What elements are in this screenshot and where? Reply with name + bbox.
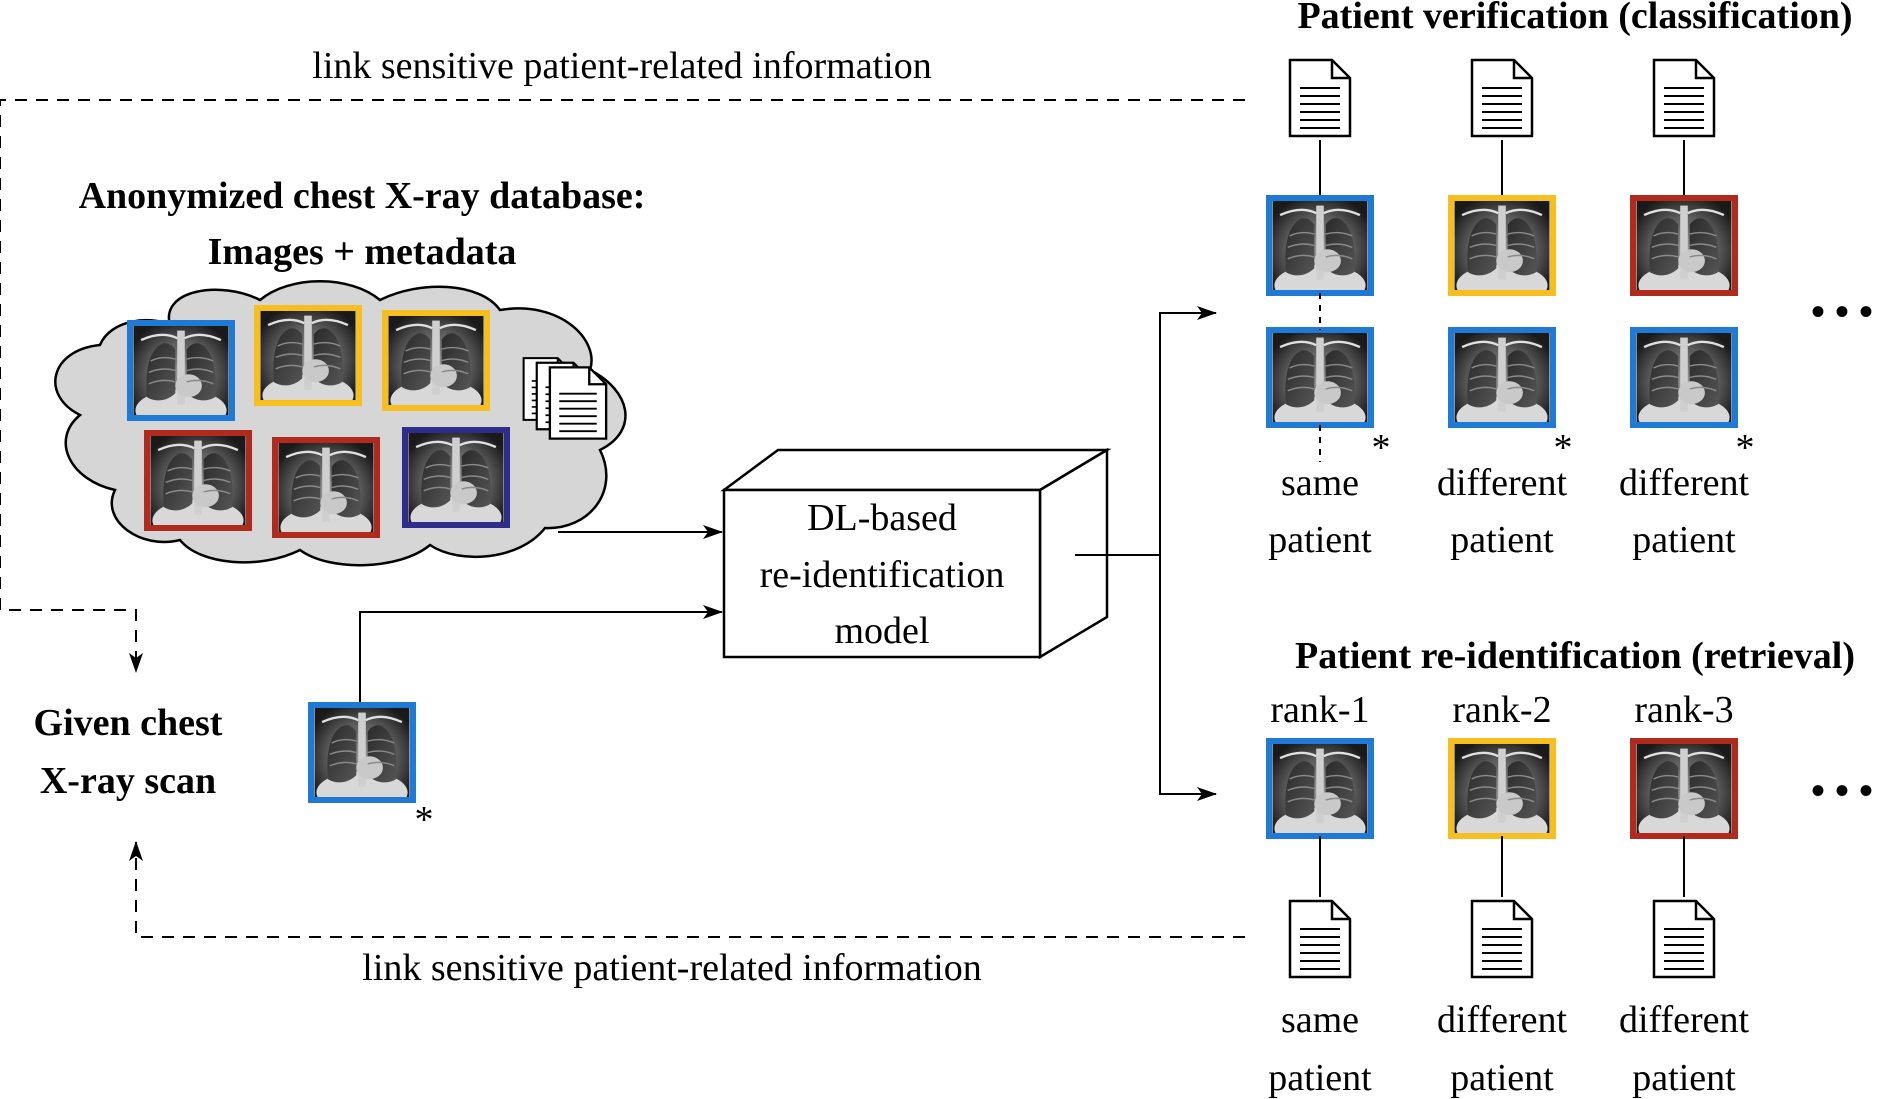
verification-query-image bbox=[1448, 327, 1556, 428]
verification-query-image bbox=[1266, 327, 1374, 428]
verification-column: *different patient bbox=[1437, 58, 1573, 561]
retrieval-title: Patient re-identification (retrieval) bbox=[1295, 635, 1855, 677]
top-link-label: link sensitive patient-related informati… bbox=[312, 45, 931, 87]
database-xray-image bbox=[382, 310, 490, 411]
retrieval-column: rank-1 same patient bbox=[1266, 689, 1374, 1099]
verification-result-line2: patient bbox=[1632, 519, 1736, 561]
retrieval-result-line2: patient bbox=[1268, 1057, 1372, 1099]
verification-ellipsis: • • • bbox=[1811, 289, 1873, 334]
model-label-line2: re-identification bbox=[760, 554, 1005, 596]
metadata-stack-icon bbox=[522, 357, 608, 440]
retrieval-ellipsis: • • • bbox=[1811, 768, 1873, 813]
retrieval-ranked-image bbox=[1630, 738, 1738, 839]
verification-result-line2: patient bbox=[1450, 519, 1554, 561]
given-asterisk: * bbox=[415, 799, 434, 841]
retrieval-ranked-image bbox=[1266, 738, 1374, 839]
retrieval-ranked-image bbox=[1448, 738, 1556, 839]
retrieval-columns: rank-1samepatientrank-2differentpatientr… bbox=[1266, 689, 1750, 1099]
retrieval-column: rank-3 different patient bbox=[1619, 689, 1750, 1099]
record-document-icon bbox=[1470, 899, 1534, 979]
given-to-model-arrow bbox=[359, 605, 723, 702]
verification-column: * same patient bbox=[1266, 58, 1391, 561]
retrieval-result-line1: different bbox=[1437, 999, 1568, 1041]
bottom-link-path bbox=[129, 841, 1245, 938]
retrieval-result-line2: patient bbox=[1632, 1057, 1736, 1099]
verification-asterisk: * bbox=[1372, 427, 1391, 469]
database-xray-image bbox=[272, 437, 380, 538]
model-to-verification-arrow bbox=[1159, 306, 1217, 555]
verification-candidate-image bbox=[1448, 195, 1556, 296]
given-label-line1: Given chest bbox=[34, 702, 223, 744]
retrieval-result-line1: different bbox=[1619, 999, 1750, 1041]
database-xray-image bbox=[254, 305, 362, 406]
verification-asterisk: * bbox=[1736, 427, 1755, 469]
record-document-icon bbox=[1652, 899, 1716, 979]
verification-result-line1: same bbox=[1281, 462, 1359, 504]
database-xray-image bbox=[144, 430, 252, 531]
database-title-line2: Images + metadata bbox=[208, 231, 517, 273]
model-label-line3: model bbox=[835, 610, 930, 652]
rank-label: rank-3 bbox=[1634, 689, 1733, 731]
database-images bbox=[127, 305, 510, 538]
verification-asterisk: * bbox=[1554, 427, 1573, 469]
verification-result-line1: different bbox=[1437, 462, 1568, 504]
verification-candidate-image bbox=[1630, 195, 1738, 296]
retrieval-result-line2: patient bbox=[1450, 1057, 1554, 1099]
record-document-icon bbox=[1470, 58, 1534, 138]
verification-result-line1: different bbox=[1619, 462, 1750, 504]
verification-query-image bbox=[1630, 327, 1738, 428]
model-box bbox=[720, 447, 1112, 660]
verification-column: *different patient bbox=[1619, 58, 1755, 561]
given-label-line2: X-ray scan bbox=[40, 760, 216, 802]
retrieval-result-line1: same bbox=[1281, 999, 1359, 1041]
model-label-line1: DL-based bbox=[807, 497, 957, 539]
model-to-retrieval-arrow bbox=[1159, 555, 1217, 801]
verification-candidate-image bbox=[1266, 195, 1374, 296]
top-link-path bbox=[0, 99, 1245, 673]
record-document-icon bbox=[1288, 899, 1352, 979]
database-xray-image bbox=[402, 427, 510, 528]
verification-columns: *samepatient*differentpatient*differentp… bbox=[1266, 58, 1755, 561]
verification-title: Patient verification (classification) bbox=[1297, 0, 1852, 37]
retrieval-column: rank-2 different patient bbox=[1437, 689, 1568, 1099]
record-document-icon bbox=[1288, 58, 1352, 138]
bottom-link-label: link sensitive patient-related informati… bbox=[362, 947, 981, 989]
rank-label: rank-2 bbox=[1452, 689, 1551, 731]
record-document-icon bbox=[1652, 58, 1716, 138]
database-xray-image bbox=[127, 320, 235, 421]
database-title-line1: Anonymized chest X-ray database: bbox=[79, 175, 646, 217]
given-xray-thumbnail bbox=[308, 702, 416, 803]
verification-result-line2: patient bbox=[1268, 519, 1372, 561]
rank-label: rank-1 bbox=[1270, 689, 1369, 731]
given-xray-image bbox=[308, 702, 416, 803]
